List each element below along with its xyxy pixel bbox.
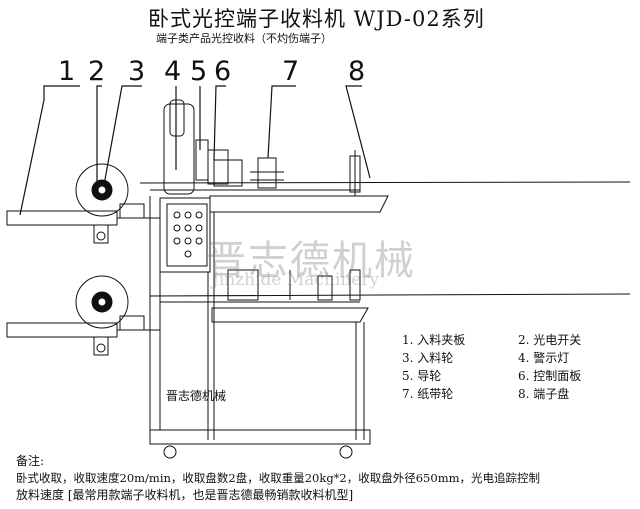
watermark-en: Jinzhide Machinery bbox=[212, 270, 380, 290]
caster-left bbox=[163, 445, 177, 459]
part-number-4: 4 bbox=[164, 56, 182, 87]
lower-table bbox=[211, 307, 369, 323]
upper-reel bbox=[75, 163, 129, 217]
notes-line-1: 卧式收取，收取速度20m/min，收取盘数2盘，收取重量20kg*2，收取盘外径… bbox=[16, 471, 541, 485]
paper-tape-wheel bbox=[257, 157, 277, 189]
notes-heading: 备注: bbox=[16, 454, 45, 468]
upper-strip-line bbox=[139, 181, 631, 184]
caster-right bbox=[339, 445, 353, 459]
lower-strip-line bbox=[149, 293, 631, 297]
machine-frame bbox=[149, 196, 371, 459]
upper-assembly bbox=[6, 99, 631, 244]
upper-feed-plate bbox=[6, 210, 118, 226]
part-number-2: 2 bbox=[88, 56, 106, 87]
warning-light bbox=[169, 99, 185, 137]
part-number-5: 5 bbox=[190, 56, 208, 87]
legend-item: 3. 入料轮 bbox=[402, 351, 454, 365]
part-number-6: 6 bbox=[214, 56, 232, 87]
diagram-title: 卧式光控端子收料机 WJD-02系列 bbox=[148, 7, 485, 31]
legend-item: 8. 端子盘 bbox=[518, 387, 570, 401]
part-number-3: 3 bbox=[128, 56, 146, 87]
leader-3 bbox=[103, 85, 142, 186]
leader-1 bbox=[19, 85, 80, 216]
watermark-cn: 晋志德机械 bbox=[206, 238, 416, 284]
legend-item: 7. 纸带轮 bbox=[402, 387, 454, 401]
control-panel bbox=[159, 197, 211, 273]
legend-item: 1. 入料夹板 bbox=[402, 333, 466, 347]
frame-base bbox=[149, 429, 371, 445]
leader-7 bbox=[267, 85, 296, 159]
legend-item: 5. 导轮 bbox=[402, 369, 442, 383]
legend-item: 6. 控制面板 bbox=[518, 369, 582, 383]
machine-body-label: 晋志德机械 bbox=[166, 389, 227, 403]
legend-item: 4. 警示灯 bbox=[518, 351, 570, 365]
lower-reel bbox=[75, 275, 129, 329]
part-number-8: 8 bbox=[348, 56, 366, 87]
leader-6 bbox=[213, 85, 226, 161]
diagram-subtitle: 端子类产品光控收料（不灼伤端子） bbox=[156, 32, 332, 45]
leader-lines bbox=[19, 85, 371, 216]
part-number-1: 1 bbox=[58, 56, 76, 87]
leader-8 bbox=[345, 85, 371, 179]
notes-line-2: 放料速度 [最常用款端子收料机，也是晋志德最畅销款收料机型] bbox=[16, 488, 354, 502]
legend-item: 2. 光电开关 bbox=[518, 333, 582, 347]
lower-feed-plate bbox=[6, 322, 118, 338]
leader-2 bbox=[96, 85, 102, 185]
lower-assembly bbox=[6, 269, 631, 356]
upper-table bbox=[209, 195, 389, 213]
part-number-7: 7 bbox=[282, 56, 300, 87]
